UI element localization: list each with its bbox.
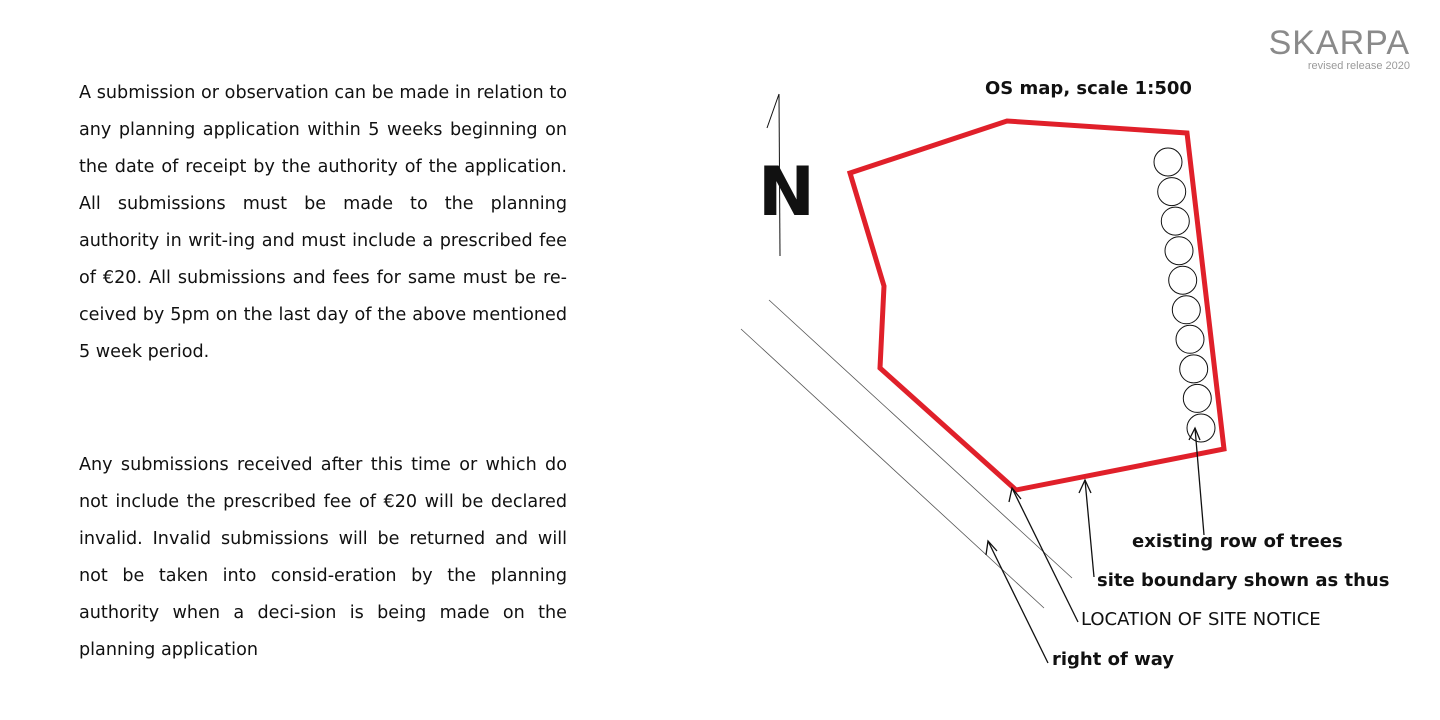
label-right-of-way: right of way [1052,649,1174,670]
right-of-way-line-bottom [740,328,1045,609]
tree-circle [1164,236,1194,266]
tree-circle [1157,177,1187,207]
trees-leader [1188,426,1205,536]
logo-brand: SKARPA [1268,24,1410,62]
map-title: OS map, scale 1:500 [985,78,1192,99]
north-arrow-head [766,93,780,129]
tree-circle [1186,413,1216,443]
site-boundary [846,118,1227,493]
logo-tagline: revised release 2020 [1307,60,1410,72]
label-boundary: site boundary shown as thus [1097,570,1389,591]
tree-circle [1175,324,1205,354]
tree-circle [1160,206,1190,236]
tree-circle [1153,147,1183,177]
right-of-way-leader [985,539,1049,664]
notice-paragraph-1: A submission or observation can be made … [79,83,567,362]
tree-row [1153,147,1216,443]
label-site-notice: LOCATION OF SITE NOTICE [1081,609,1321,630]
notice-paragraph-2: Any submissions received after this time… [79,455,567,660]
tree-circle [1182,383,1212,413]
north-label: N [758,153,815,232]
tree-circle [1171,295,1201,325]
label-trees: existing row of trees [1132,531,1343,552]
boundary-leader [1078,478,1095,578]
tree-circle [1168,265,1198,295]
north-arrow-line [778,93,781,257]
right-of-way-line-top [768,299,1073,579]
notice-leader [1008,486,1079,623]
tree-circle [1179,354,1209,384]
brand-logo: SKARPA revised release 2020 [1269,26,1410,72]
